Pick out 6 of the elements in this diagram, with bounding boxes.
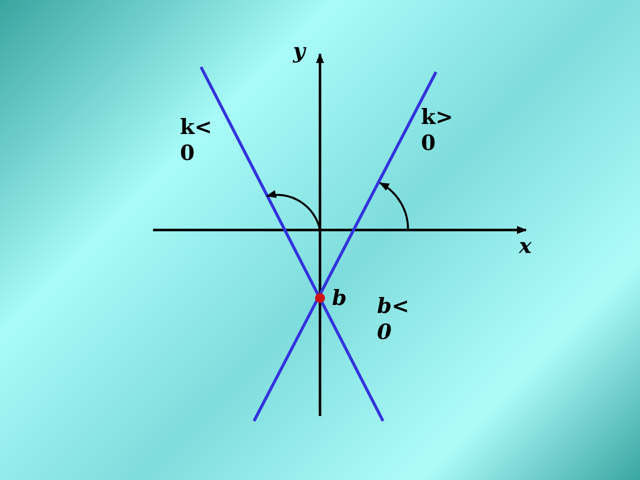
axis-label: x <box>519 233 532 259</box>
intercept-label: b< 0 <box>377 293 410 345</box>
intercept-label: b <box>332 285 347 311</box>
axis-label: y <box>293 38 306 64</box>
slope-label: k> 0 <box>421 104 454 156</box>
slope-label: k< 0 <box>180 114 214 166</box>
